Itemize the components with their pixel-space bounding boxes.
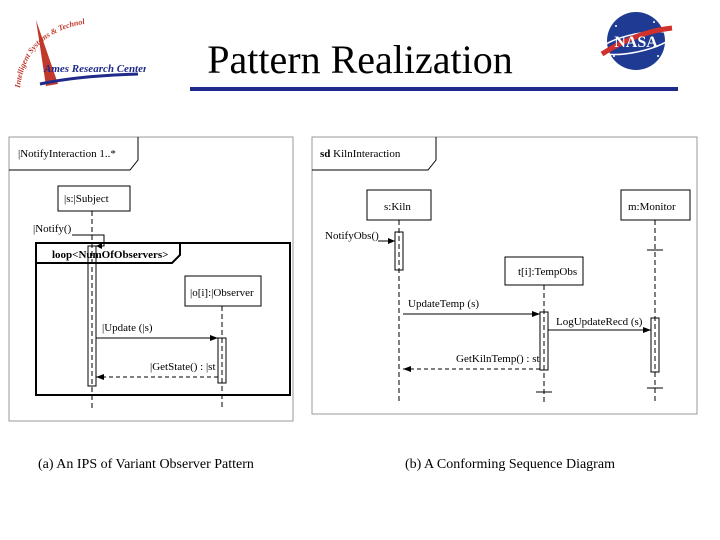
frame-a-tab [9, 137, 139, 171]
loop-frame [35, 242, 291, 396]
frame-b-keyword: sd [320, 148, 330, 160]
nasa-logo: NASA [599, 12, 673, 70]
kiln-label: s:Kiln [384, 201, 411, 213]
frame-b-tab [312, 137, 437, 171]
frame-a [8, 136, 294, 422]
svg-text:sd KilnInteraction: sd KilnInteraction [320, 148, 401, 160]
tempobs-activation [539, 311, 549, 371]
ames-logo-swoosh [36, 20, 58, 86]
getkilntemp-label: GetKilnTemp() : st [456, 353, 540, 365]
logupdate-label: LogUpdateRecd (s) [556, 316, 643, 328]
update-a-label: |Update (|s) [102, 322, 153, 334]
caption-a: (a) An IPS of Variant Observer Pattern [38, 457, 254, 472]
loop-label: loop<NumOfObservers> [52, 249, 168, 261]
observer-label: |o[i]:|Observer [190, 287, 254, 299]
updatetemp-label: UpdateTemp (s) [408, 298, 479, 310]
frame-a-label: |NotifyInteraction 1..* [18, 148, 116, 160]
frame-b [311, 136, 698, 415]
page-title: Pattern Realization [207, 37, 513, 82]
nasa-logo-text: NASA [614, 34, 658, 51]
kiln-activation [394, 231, 404, 271]
tempobs-label: t[i]:TempObs [518, 266, 577, 278]
observer-activation [217, 337, 227, 384]
getstate-label: |GetState() : |st [150, 361, 216, 373]
notify-a-label: |Notify() [33, 223, 72, 235]
subject-activation [87, 245, 97, 387]
observer-box [184, 275, 262, 307]
subject-box [57, 185, 131, 212]
ames-logo: Intelligent Systems & Technology Ames Re… [6, 14, 146, 89]
ames-logo-text: Ames Research Center [43, 63, 146, 75]
monitor-activation [650, 317, 660, 373]
loop-tab [36, 243, 181, 264]
frame-b-name: KilnInteraction [333, 148, 401, 160]
title-rule [190, 87, 678, 91]
monitor-label: m:Monitor [628, 201, 676, 213]
subject-label: |s:|Subject [64, 193, 109, 205]
notifyobs-label: NotifyObs() [325, 230, 379, 242]
caption-b: (b) A Conforming Sequence Diagram [405, 457, 615, 472]
